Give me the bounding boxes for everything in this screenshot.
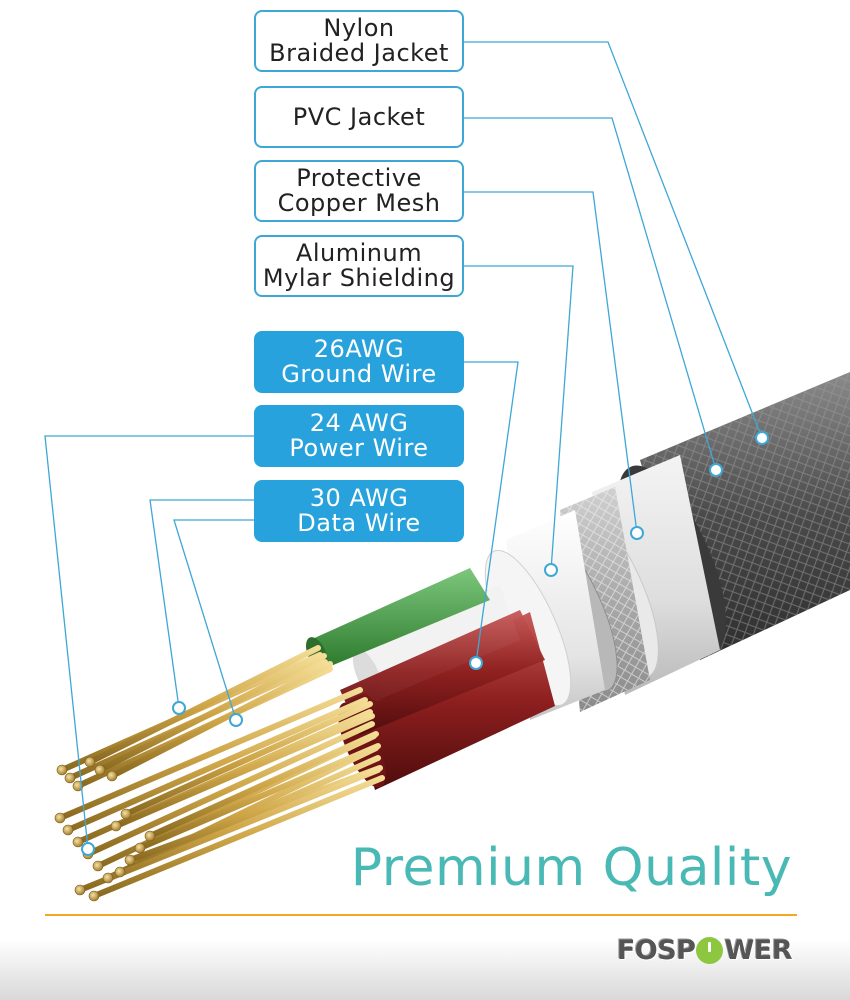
leader-line-mylar [464,265,574,571]
leader-line-pvc [464,117,717,471]
leader-line-copper-mesh [464,191,638,534]
leader-line-ground [464,361,519,664]
label-aluminum-mylar-shielding: Aluminum Mylar Shielding [254,235,464,297]
label-copper-mesh-line-2: Copper Mesh [277,189,441,217]
gold-conductor-strands [54,645,385,902]
label-power-wire: 24 AWG Power Wire [254,405,464,467]
leader-dot-pvc [709,463,723,477]
label-ground-wire: 26AWG Ground Wire [254,331,464,393]
label-data-line-1: 30 AWG [309,484,409,512]
leader-dot-nylon [755,431,769,445]
label-data-wire: 30 AWG Data Wire [254,480,464,542]
leader-dot-mylar [544,563,558,577]
leader-line-data-a [149,499,254,709]
label-protective-copper-mesh: Protective Copper Mesh [254,160,464,222]
label-ground-line-2: Ground Wire [281,360,437,388]
label-data-line-2: Data Wire [297,509,421,537]
leader-line-data-b [173,519,254,721]
brand-logo: FOSP WER [592,930,793,970]
label-power-line-1: 24 AWG [309,409,409,437]
label-nylon-line-1: Nylon [323,14,395,42]
label-nylon-line-2: Braided Jacket [269,39,449,67]
brand-logo-right: WER [724,934,792,966]
label-pvc-line-1: PVC Jacket [292,102,426,131]
leader-dot-power [81,842,95,856]
leader-dots [81,431,769,856]
leader-dot-ground [469,656,483,670]
label-nylon-braided-jacket: Nylon Braided Jacket [254,10,464,72]
leader-dot-data-a [172,701,186,715]
red-upper-wire [340,610,545,735]
label-mylar-line-2: Mylar Shielding [262,264,456,292]
brand-logo-left: FOSP [616,934,696,966]
leader-line-power [44,435,254,850]
tagline: Premium Quality [350,838,792,898]
label-mylar-line-1: Aluminum [295,239,423,267]
leader-line-nylon [464,41,763,439]
divider-rule [45,914,797,916]
leader-dot-data-b [229,713,243,727]
leader-dot-copper-mesh [630,526,644,540]
label-ground-line-1: 26AWG [313,335,405,363]
label-power-line-2: Power Wire [289,434,429,462]
power-icon [696,936,724,964]
leader-lines [44,41,763,850]
label-copper-mesh-line-1: Protective [296,164,422,192]
label-pvc-jacket: PVC Jacket [254,86,464,148]
